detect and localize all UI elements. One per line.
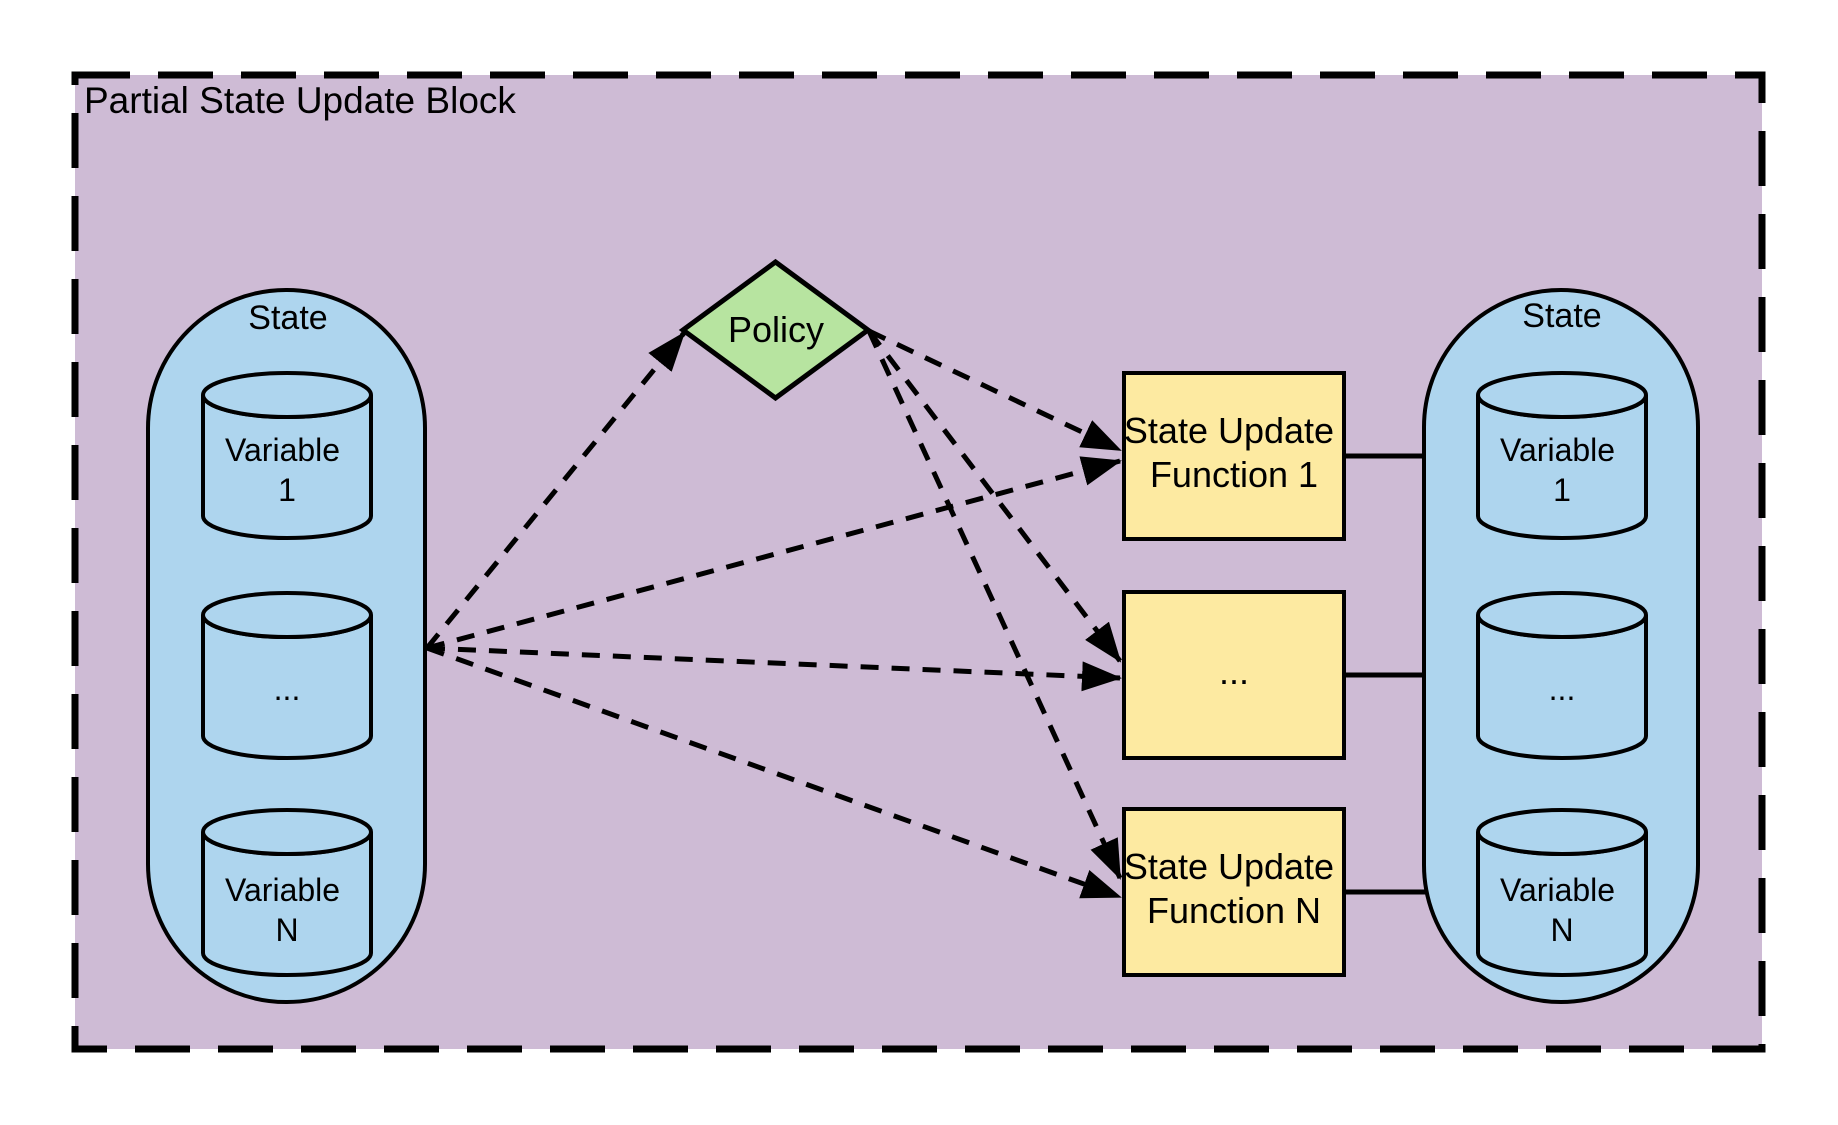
right-state-container: State Variable 1 ... Variable N <box>1422 288 1700 1004</box>
left-variable-ellipsis-cylinder: ... <box>201 591 373 760</box>
right-variable-n-cylinder: Variable N <box>1476 808 1648 977</box>
policy-diamond <box>678 258 873 402</box>
edge-policy-to-function-ellipsis <box>867 329 1122 663</box>
left-variable-ellipsis-label: ... <box>274 671 301 707</box>
state-update-function-n-label: State Update Function N <box>1124 846 1344 931</box>
left-variable-1-cylinder: Variable 1 <box>201 371 373 540</box>
state-update-function-ellipsis-box: ... <box>1122 590 1346 760</box>
left-variable-1-label: Variable 1 <box>225 432 349 508</box>
policy-label: Policy <box>728 309 824 350</box>
right-variable-n-label: Variable N <box>1500 872 1624 948</box>
left-state-label: State <box>248 299 327 337</box>
left-variable-n-label: Variable N <box>225 872 349 948</box>
edge-policy-to-function-1 <box>867 328 1122 453</box>
right-state-label: State <box>1522 297 1601 335</box>
edge-state-to-function-ellipsis <box>426 645 1122 692</box>
state-update-function-1-box: State Update Function 1 <box>1122 371 1346 541</box>
right-variable-ellipsis-label: ... <box>1549 671 1576 707</box>
state-update-function-1-label: State Update Function 1 <box>1124 410 1344 495</box>
right-variable-1-label: Variable 1 <box>1500 432 1624 508</box>
state-update-function-n-box: State Update Function N <box>1122 807 1346 977</box>
policy-node: Policy <box>678 258 873 402</box>
edge-policy-to-function-n <box>866 329 1123 880</box>
left-state-container: State Variable 1 ... Variable N <box>146 288 427 1004</box>
block-title: Partial State Update Block <box>84 80 516 121</box>
left-variable-n-cylinder: Variable N <box>201 808 373 977</box>
edges-dashed <box>425 328 1123 900</box>
right-variable-1-cylinder: Variable 1 <box>1476 371 1648 540</box>
edge-state-to-policy <box>425 331 686 650</box>
edge-state-to-function-1 <box>426 456 1122 651</box>
right-variable-ellipsis-cylinder: ... <box>1476 591 1648 760</box>
state-update-function-ellipsis-label: ... <box>1219 651 1249 692</box>
